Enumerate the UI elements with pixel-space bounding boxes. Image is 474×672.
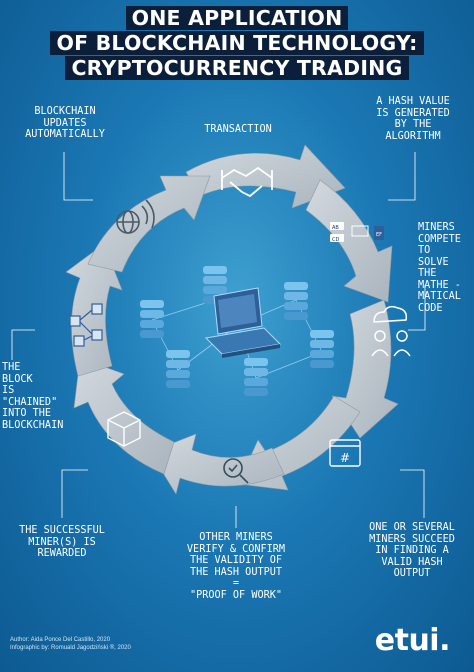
label-hash-generated: A HASH VALUE IS GENERATED BY THE ALGORIT… — [376, 96, 450, 142]
globe-wifi-icon — [116, 199, 155, 234]
title-line-1: ONE APPLICATION — [125, 6, 349, 30]
leader-lines — [11, 152, 426, 528]
handshake-icon — [221, 166, 273, 198]
title-line-3: CRYPTOCURRENCY TRADING — [65, 56, 409, 80]
hash-label-ab: AB — [332, 225, 339, 231]
title-line-2-wrap: OF BLOCKCHAIN TECHNOLOGY: — [0, 31, 474, 55]
etui-logo: etui. — [374, 623, 451, 658]
cube-icon — [107, 411, 141, 447]
hash-label-ef: EF — [376, 232, 382, 238]
arrow-segment-6 — [73, 357, 175, 475]
label-blockchain-updates: BLOCKCHAIN UPDATES AUTOMATICALLY — [25, 106, 105, 140]
server-stack-3 — [284, 282, 308, 320]
label-transaction: TRANSACTION — [204, 124, 272, 135]
credit-infographic: Infographic by: Romuald Jagodziński ®, 2… — [10, 645, 131, 651]
server-stack-5 — [166, 350, 190, 388]
miners-cloud-icon — [371, 305, 411, 357]
title-line-2: OF BLOCKCHAIN TECHNOLOGY: — [50, 31, 424, 55]
server-stack-4 — [310, 330, 334, 368]
arrow-segment-3 — [331, 299, 399, 439]
credit-author: Author: Aida Ponce Del Castillo, 2020 — [10, 637, 111, 643]
arrow-segment-2 — [305, 179, 393, 303]
hash-label-cd: CD — [332, 237, 339, 243]
server-stack-6 — [244, 358, 268, 396]
label-block-chained: THE BLOCK IS "CHAINED" INTO THE BLOCKCHA… — [2, 362, 64, 431]
linked-blocks-icon — [69, 303, 103, 347]
title-line-3-wrap: CRYPTOCURRENCY TRADING — [0, 56, 474, 80]
magnifier-check-icon — [223, 458, 249, 484]
title-line-1-wrap: ONE APPLICATION — [0, 6, 474, 30]
label-miner-rewarded: THE SUCCESSFUL MINER(S) IS REWARDED — [19, 525, 105, 559]
browser-hash-icon: # — [329, 439, 361, 467]
server-network — [140, 266, 334, 396]
laptop-icon — [204, 287, 282, 358]
label-miners-compete: MINERS COMPETE TO SOLVE THE MATHE - MATI… — [418, 222, 461, 314]
server-stack-1 — [140, 300, 164, 338]
label-verify-confirm: OTHER MINERS VERIFY & CONFIRM THE VALIDI… — [186, 532, 286, 601]
arrow-segment-8 — [87, 175, 211, 273]
hash-symbol: # — [340, 451, 350, 465]
arrow-segment-1 — [185, 144, 346, 209]
hash-chain-icon: AB CD EF — [330, 222, 384, 243]
label-miners-succeed: ONE OR SEVERAL MINERS SUCCEED IN FINDING… — [369, 522, 455, 579]
